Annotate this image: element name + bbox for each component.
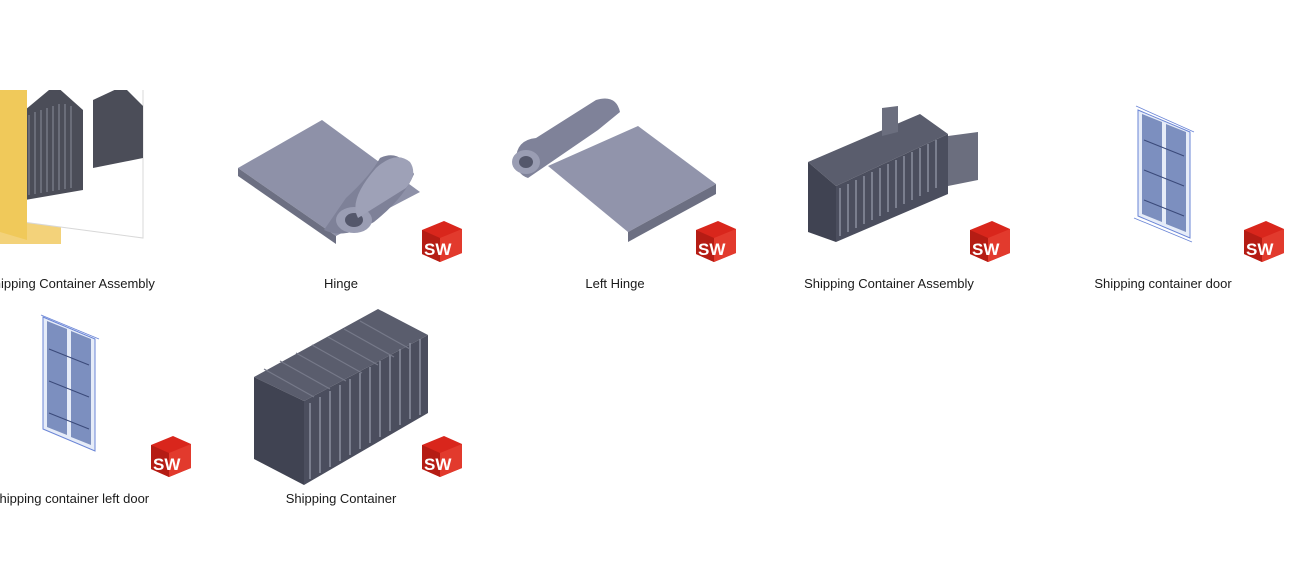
file-label: Shipping Container Assembly (804, 276, 974, 291)
file-label: Shipping container left door (0, 491, 150, 506)
svg-text:SW: SW (1246, 240, 1274, 259)
file-item-container-left-door[interactable]: SW Shipping container left door (0, 305, 207, 515)
solidworks-icon: SW (151, 436, 191, 477)
solidworks-icon: SW (970, 221, 1010, 262)
solidworks-icon: SW (422, 436, 462, 477)
svg-text:SW: SW (153, 455, 181, 474)
left-door-drawing-icon (40, 314, 100, 452)
file-item-hinge[interactable]: SW Hinge (204, 90, 478, 300)
hinge-part-icon (238, 120, 420, 244)
solidworks-badge: SW (964, 218, 1014, 264)
folder-with-preview-icon (0, 90, 144, 244)
solidworks-badge: SW (416, 218, 466, 264)
file-label: Left Hinge (585, 276, 645, 291)
solidworks-icon: SW (1244, 221, 1284, 262)
file-item-left-hinge[interactable]: SW Left Hinge (478, 90, 752, 300)
solidworks-icon: SW (696, 221, 736, 262)
left-hinge-part-icon (512, 98, 716, 242)
svg-text:SW: SW (698, 240, 726, 259)
file-label: Hinge (324, 276, 358, 291)
file-label: Shipping Container (285, 491, 397, 506)
svg-text:SW: SW (424, 455, 452, 474)
container-part-icon (254, 309, 428, 485)
solidworks-badge: SW (145, 433, 195, 479)
solidworks-icon: SW (422, 221, 462, 262)
container-assembly-icon (808, 106, 978, 242)
solidworks-badge: SW (416, 433, 466, 479)
file-item-container-assembly[interactable]: SW Shipping Container Assembly (752, 90, 1026, 300)
svg-text:SW: SW (424, 240, 452, 259)
solidworks-badge: SW (1238, 218, 1288, 264)
file-item-container-door[interactable]: SW Shipping container door (1026, 90, 1290, 300)
door-drawing-icon (1133, 105, 1195, 243)
file-label: Shipping Container Assembly (0, 276, 155, 291)
file-item-folder[interactable]: Shipping Container Assembly (0, 90, 207, 300)
solidworks-badge: SW (690, 218, 740, 264)
svg-text:SW: SW (972, 240, 1000, 259)
file-label: Shipping container door (1094, 276, 1232, 291)
file-item-container[interactable]: SW Shipping Container (204, 305, 478, 515)
